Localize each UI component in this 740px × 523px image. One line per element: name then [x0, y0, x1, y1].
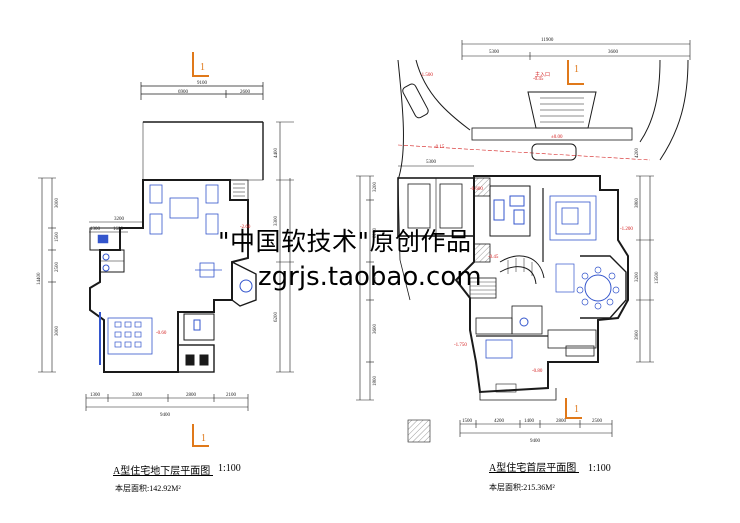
- bottom-dimensions-left-plan: 1300 3300 2800 2100 9400: [85, 393, 249, 418]
- basement-floor-plan: 1 9100 6900 2600: [37, 52, 294, 447]
- dim-bottom-1: 4200: [494, 419, 505, 424]
- car-left: [402, 83, 429, 119]
- top-dimensions-right: 11900 5300 3600: [461, 38, 691, 60]
- level-label-0: -1.500: [420, 73, 433, 78]
- dim-left-1: 1500: [55, 232, 60, 243]
- level-label-7: -0.45: [488, 255, 499, 260]
- section-marker-label: 1: [574, 64, 579, 75]
- section-marker-label: 1: [201, 433, 206, 444]
- dim-right-1: 3200: [635, 272, 640, 283]
- kitchen-stairs: [489, 185, 531, 237]
- first-floor-plan-title: A型住宅首层平面图: [489, 463, 577, 474]
- dim-right-0: 4400: [274, 148, 279, 159]
- dim-total-top: 9100: [197, 81, 208, 86]
- level-label-1: -0.45: [533, 77, 544, 82]
- first-floor-plan-area: 本层面积:215.36M²: [489, 483, 555, 492]
- section-marker-label: 1: [200, 62, 205, 73]
- watermark-line-2: zgrjs.taobao.com: [258, 262, 482, 292]
- basement-plan-scale: 1:100: [218, 463, 241, 474]
- section-marker-bottom-right: 1: [565, 398, 582, 419]
- main-entrance-canopy: 主入口 1: [527, 60, 597, 129]
- dim-bottom-1: 3300: [132, 393, 143, 398]
- meeting-room: [99, 312, 153, 365]
- section-marker-label: 1: [574, 404, 579, 415]
- section-marker-top-left: 1: [192, 52, 209, 77]
- dim-left-0: 3200: [373, 182, 378, 193]
- dim-bottom-3: 2800: [556, 419, 567, 424]
- dim-left-4: 1800: [373, 376, 378, 387]
- dim-right-0: 3800: [635, 198, 640, 209]
- left-dimensions-left-plan: 3000 1500 2500 3000 14400: [37, 177, 60, 373]
- living-room: [542, 188, 597, 262]
- entry-label: 主入口: [535, 71, 550, 78]
- car-center: [531, 143, 577, 161]
- level-label-8: -0.80: [532, 369, 543, 374]
- level-label-6: -1.750: [454, 343, 467, 348]
- basement-plan-area: 本层面积:142.92M²: [115, 484, 181, 493]
- dim-left-2: 3000: [373, 274, 378, 285]
- level-label-5: -0.600: [470, 187, 483, 192]
- dim-top-0: 6900: [178, 90, 189, 95]
- dim-total-bottom: 9400: [530, 439, 541, 444]
- level-label-basement-2: -2.60: [240, 225, 251, 230]
- dim-right-2: 6200: [274, 312, 279, 323]
- title-underline-right: [489, 472, 579, 473]
- dim-bottom-4: 2500: [592, 419, 603, 424]
- dim-total-top: 11900: [541, 38, 554, 43]
- basement-plan-title: A型住宅地下层平面图: [113, 466, 211, 477]
- top-dimensions-left: 9100 6900 2600: [140, 81, 264, 100]
- dim-right-1: 3300: [274, 216, 279, 227]
- dim-bottom-3: 2100: [226, 393, 237, 398]
- section-marker-bottom-left: 1: [192, 424, 209, 447]
- curved-stair: [469, 255, 545, 299]
- first-floor-plan: 11900 5300 3600 主入口 1: [356, 38, 691, 444]
- left-dimensions-right-plan: 3200 6100 3000 3600 1800: [356, 175, 378, 401]
- dim-left-2: 2500: [55, 262, 60, 273]
- right-dimensions-right-plan: 3800 3200 3900 13500 4200: [635, 148, 660, 363]
- inner-dimensions-left: 3200 1300 1600: [89, 217, 143, 233]
- first-floor-plan-scale: 1:100: [588, 463, 611, 474]
- inner-dim-2: 1600: [113, 227, 124, 232]
- dim-top-1: 3600: [608, 50, 619, 55]
- watermark-line-1: "中国软技术"原创作品: [218, 227, 472, 256]
- dim-right-2: 3900: [635, 330, 640, 341]
- dim-left-0: 3000: [55, 198, 60, 209]
- dim-total-left: 14400: [37, 272, 42, 285]
- level-label-basement: -0.60: [156, 331, 167, 336]
- dim-bottom-2: 2800: [186, 393, 197, 398]
- bedroom-wing: [475, 305, 597, 359]
- dim-bottom-2: 1400: [524, 419, 535, 424]
- title-underline-left: [113, 475, 213, 476]
- dim-left-3: 3000: [55, 326, 60, 337]
- basement-lounge: [149, 184, 222, 278]
- dim-total-bottom: 9400: [160, 413, 171, 418]
- inner-dim-1: 1300: [90, 227, 101, 232]
- dim-left-1: 6100: [373, 228, 378, 239]
- dim-bottom-0: 1500: [462, 419, 473, 424]
- dim-top-1: 2600: [240, 90, 251, 95]
- right-dimensions-left-plan: 4400 3300 6200: [274, 121, 294, 373]
- dim-total-right: 13500: [655, 271, 660, 284]
- level-label-4: -1.200: [620, 227, 633, 232]
- bottom-dimensions-right-plan: 1500 4200 1400 2800 2500 9400: [459, 419, 613, 444]
- level-label-2: ±0.00: [551, 135, 563, 140]
- dim-garage: 5300: [426, 160, 437, 165]
- dim-left-3: 3600: [373, 324, 378, 335]
- dim-top-0: 5300: [489, 50, 500, 55]
- dim-bottom-0: 1300: [90, 393, 101, 398]
- dim-right-3: 4200: [635, 148, 640, 159]
- inner-dim-0: 3200: [114, 217, 125, 222]
- dining-room: [555, 255, 627, 319]
- level-label-3: -0.15: [434, 145, 445, 150]
